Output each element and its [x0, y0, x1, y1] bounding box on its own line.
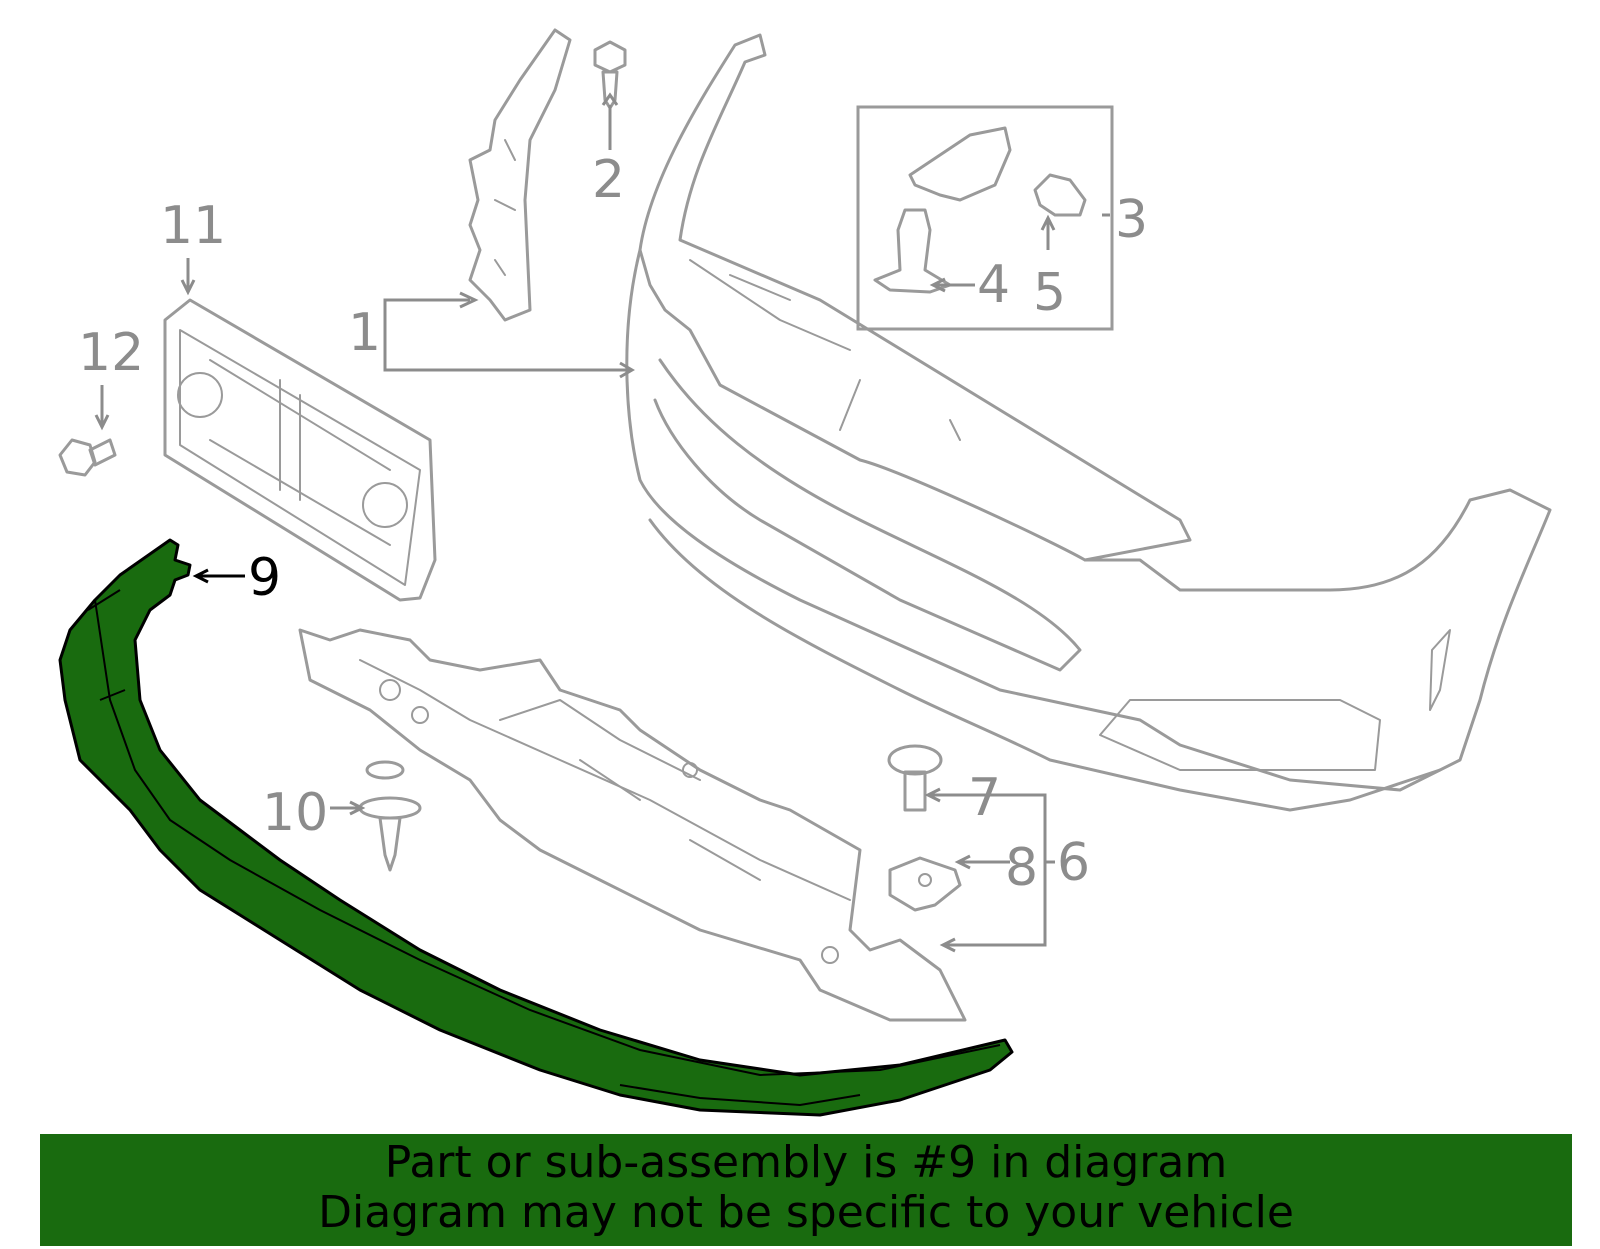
- banner-line-2: Diagram may not be specific to your vehi…: [318, 1187, 1294, 1238]
- callout-9[interactable]: 9: [248, 548, 281, 608]
- callout-11[interactable]: 11: [160, 196, 226, 256]
- part-1-bracket[interactable]: [468, 28, 572, 322]
- callouts: 1 2 3 4 5 6 7 8 9 10 11 12: [78, 150, 1148, 898]
- part-1-bumper-cover[interactable]: [625, 33, 1552, 812]
- part-3-bracket[interactable]: [908, 126, 1012, 202]
- leader-lines: [94, 92, 1110, 953]
- banner-line-1: Part or sub-assembly is #9 in diagram: [384, 1137, 1228, 1188]
- part-12-bolt[interactable]: [58, 438, 117, 477]
- part-2-bolt[interactable]: [593, 40, 627, 110]
- inset-box-3: [856, 105, 1114, 331]
- callout-3[interactable]: 3: [1115, 190, 1148, 250]
- callout-8[interactable]: 8: [1005, 838, 1038, 898]
- callout-4[interactable]: 4: [977, 255, 1010, 315]
- part-8-clip[interactable]: [888, 856, 962, 912]
- part-5-clip[interactable]: [1033, 173, 1087, 217]
- callout-2[interactable]: 2: [592, 150, 625, 210]
- callout-12[interactable]: 12: [78, 323, 144, 383]
- part-9-splitter-highlighted[interactable]: [58, 538, 1014, 1117]
- part-4-pin[interactable]: [873, 208, 952, 294]
- callout-10[interactable]: 10: [262, 783, 328, 843]
- callout-1[interactable]: 1: [348, 303, 381, 363]
- callout-6[interactable]: 6: [1057, 833, 1090, 893]
- part-7-bolt[interactable]: [887, 744, 943, 812]
- part-11-plate-bracket[interactable]: [163, 298, 437, 602]
- callout-5[interactable]: 5: [1033, 263, 1066, 323]
- info-banner: Part or sub-assembly is #9 in diagram Di…: [40, 1134, 1572, 1246]
- part-10-push-pin[interactable]: [358, 760, 422, 872]
- part-6-lower-support[interactable]: [298, 628, 967, 1022]
- callout-7[interactable]: 7: [968, 768, 1001, 828]
